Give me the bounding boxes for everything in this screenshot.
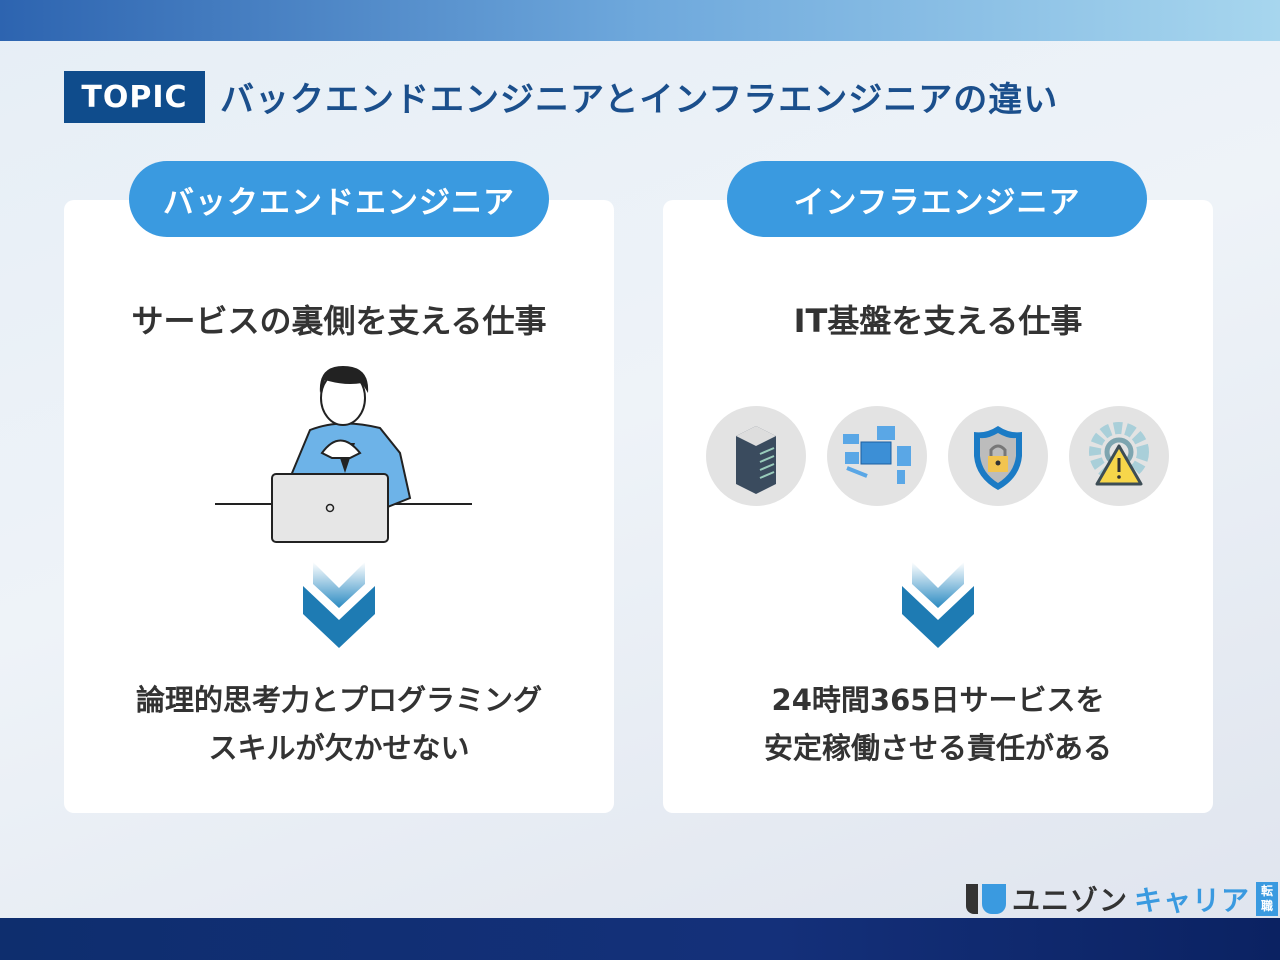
infra-requirement-line1: 24時間365日サービスを <box>771 683 1105 717</box>
topic-badge: TOPIC <box>64 71 205 123</box>
network-devices-icon <box>827 406 927 506</box>
infra-subtitle: IT基盤を支える仕事 <box>793 302 1083 340</box>
backend-subtitle: サービスの裏側を支える仕事 <box>131 302 547 340</box>
backend-requirement: 論理的思考力とプログラミング スキルが欠かせない <box>64 676 614 772</box>
infra-card <box>663 200 1213 813</box>
backend-label: バックエンドエンジニア <box>129 161 549 237</box>
logo-badge: 転職 <box>1256 882 1279 916</box>
server-icon <box>706 406 806 506</box>
infra-requirement-line2: 安定稼働させる責任がある <box>763 731 1112 765</box>
backend-requirement-line2: スキルが欠かせない <box>208 731 470 765</box>
brand-logo: ユニゾン キャリア 転職 <box>966 879 1279 919</box>
chevron-down-icon <box>303 562 375 648</box>
gear-warning-icon <box>1069 406 1169 506</box>
logo-text-dark: ユニゾン <box>1012 884 1129 917</box>
top-banner <box>0 0 1280 41</box>
bottom-banner <box>0 918 1280 960</box>
page-title: バックエンドエンジニアとインフラエンジニアの違い <box>220 80 1059 120</box>
logo-text-blue: キャリア <box>1134 884 1251 917</box>
engineer-at-laptop-illustration <box>215 366 472 543</box>
infra-requirement: 24時間365日サービスを 安定稼働させる責任がある <box>663 676 1213 772</box>
logo-mark-icon <box>966 884 1006 914</box>
security-shield-icon <box>948 406 1048 506</box>
infra-label: インフラエンジニア <box>727 161 1147 237</box>
chevron-down-icon <box>902 562 974 648</box>
backend-requirement-line1: 論理的思考力とプログラミング <box>135 683 542 717</box>
